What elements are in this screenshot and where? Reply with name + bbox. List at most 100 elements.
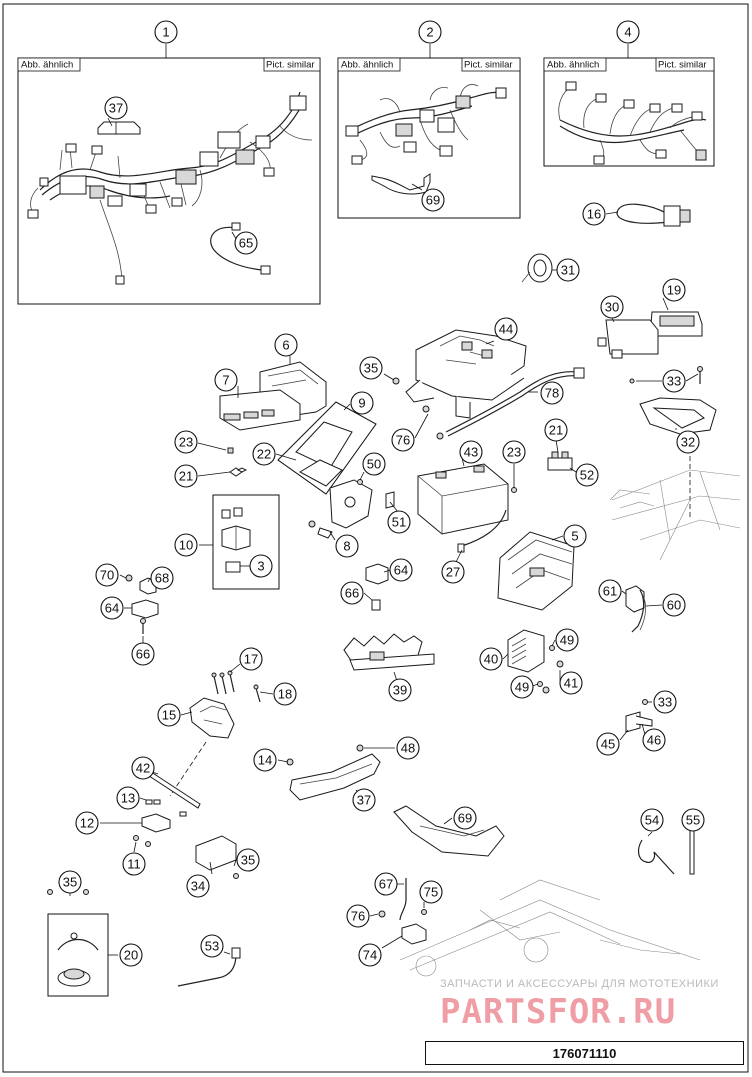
svg-text:67: 67 bbox=[379, 877, 393, 892]
svg-text:52: 52 bbox=[580, 468, 594, 483]
similar-label-en: Pict. similar bbox=[658, 60, 707, 71]
callout-10: 10 bbox=[174, 533, 198, 557]
group-box-part-9 bbox=[277, 401, 377, 495]
callout-9: 9 bbox=[350, 391, 374, 415]
callout-45: 45 bbox=[596, 732, 620, 756]
cable-tie-part-54 bbox=[637, 839, 675, 875]
svg-text:22: 22 bbox=[257, 447, 271, 462]
svg-text:50: 50 bbox=[367, 457, 381, 472]
callout-32: 32 bbox=[676, 430, 700, 454]
relay-part-64 bbox=[131, 599, 159, 619]
svg-text:1: 1 bbox=[162, 25, 169, 40]
group-box-harness-2: Abb. ähnlich Pict. similar bbox=[337, 44, 521, 219]
callout-70: 70 bbox=[95, 563, 119, 587]
callout-44: 44 bbox=[494, 317, 518, 341]
callout-65: 65 bbox=[234, 231, 258, 255]
callouts: 1 2 4 37 65 69 16 31 19 30 33 32 44 35 7… bbox=[58, 20, 705, 967]
relay-part-52 bbox=[547, 457, 573, 471]
cover-part-22 bbox=[295, 421, 353, 469]
svg-text:2: 2 bbox=[426, 25, 433, 40]
callout-21: 21 bbox=[544, 418, 568, 442]
cable-part-16 bbox=[616, 203, 691, 227]
callout-61: 61 bbox=[598, 579, 622, 603]
callout-19: 19 bbox=[662, 278, 686, 302]
leader-lines bbox=[69, 117, 699, 956]
battery-cable-part-78 bbox=[445, 371, 579, 433]
callout-41: 41 bbox=[559, 671, 583, 695]
svg-text:15: 15 bbox=[162, 708, 176, 723]
callout-34: 34 bbox=[186, 874, 210, 898]
svg-text:51: 51 bbox=[392, 515, 406, 530]
svg-text:41: 41 bbox=[564, 676, 578, 691]
callout-43: 43 bbox=[459, 440, 483, 464]
holder-part-39 bbox=[343, 633, 435, 671]
ring-part-31 bbox=[521, 253, 553, 283]
svg-text:64: 64 bbox=[105, 601, 119, 616]
svg-text:55: 55 bbox=[686, 813, 700, 828]
callout-30: 30 bbox=[600, 295, 624, 319]
callout-27: 27 bbox=[441, 560, 465, 584]
group-box-main-harness: Abb. ähnlich Pict. similar bbox=[17, 44, 321, 305]
callout-68: 68 bbox=[150, 566, 174, 590]
svg-text:3: 3 bbox=[257, 559, 264, 574]
svg-text:76: 76 bbox=[396, 433, 410, 448]
callout-75: 75 bbox=[419, 880, 443, 904]
callout-39: 39 bbox=[388, 678, 412, 702]
callout-53: 53 bbox=[200, 934, 224, 958]
callout-35-b: 35 bbox=[236, 848, 260, 872]
group-box-horn-20 bbox=[47, 887, 109, 997]
sensor-part-74 bbox=[401, 923, 427, 945]
callout-50: 50 bbox=[362, 452, 386, 476]
svg-text:42: 42 bbox=[136, 761, 150, 776]
callout-35-c: 35 bbox=[58, 870, 82, 894]
coil-part-40 bbox=[507, 629, 545, 673]
callout-54: 54 bbox=[640, 808, 664, 832]
bracket-part-69-b bbox=[393, 805, 505, 857]
callout-17: 17 bbox=[239, 647, 263, 671]
callout-78: 78 bbox=[540, 381, 564, 405]
frame-silhouette bbox=[609, 469, 741, 561]
svg-text:7: 7 bbox=[222, 373, 229, 388]
callout-64: 64 bbox=[100, 596, 124, 620]
callout-2: 2 bbox=[418, 20, 442, 44]
diagram-border bbox=[2, 3, 749, 1073]
svg-text:6: 6 bbox=[282, 338, 289, 353]
callout-76-b: 76 bbox=[346, 904, 370, 928]
callout-40: 40 bbox=[479, 647, 503, 671]
group-box-harness-4: Abb. ähnlich Pict. similar bbox=[543, 44, 715, 167]
wiring-harness-4 bbox=[558, 81, 707, 165]
callout-11: 11 bbox=[122, 852, 146, 876]
callout-14: 14 bbox=[253, 748, 277, 772]
svg-text:10: 10 bbox=[179, 538, 193, 553]
watermark-logo: PARTSFOR.RU bbox=[440, 992, 677, 1032]
callout-15: 15 bbox=[157, 703, 181, 727]
callout-6: 6 bbox=[274, 333, 298, 357]
callout-23: 23 bbox=[174, 430, 198, 454]
svg-text:18: 18 bbox=[278, 687, 292, 702]
callout-3: 3 bbox=[249, 554, 273, 578]
lock-part-12 bbox=[141, 813, 171, 833]
callout-31: 31 bbox=[556, 258, 580, 282]
svg-text:64: 64 bbox=[394, 563, 408, 578]
callout-5: 5 bbox=[563, 524, 587, 548]
svg-text:46: 46 bbox=[647, 733, 661, 748]
callout-46: 46 bbox=[642, 728, 666, 752]
similar-label-de: Abb. ähnlich bbox=[21, 60, 73, 71]
wiring-harness-2 bbox=[345, 84, 507, 165]
svg-text:33: 33 bbox=[667, 374, 681, 389]
callout-12: 12 bbox=[75, 811, 99, 835]
similar-label-en: Pict. similar bbox=[464, 60, 513, 71]
callout-37-b: 37 bbox=[352, 788, 376, 812]
svg-text:30: 30 bbox=[605, 300, 619, 315]
svg-text:76: 76 bbox=[351, 909, 365, 924]
holder-part-61 bbox=[625, 585, 645, 613]
svg-text:35: 35 bbox=[241, 853, 255, 868]
svg-text:68: 68 bbox=[155, 571, 169, 586]
svg-text:75: 75 bbox=[424, 885, 438, 900]
main-wiring-harness bbox=[27, 91, 313, 285]
callout-69-b: 69 bbox=[453, 806, 477, 830]
callout-60: 60 bbox=[662, 593, 686, 617]
callout-20: 20 bbox=[119, 943, 143, 967]
